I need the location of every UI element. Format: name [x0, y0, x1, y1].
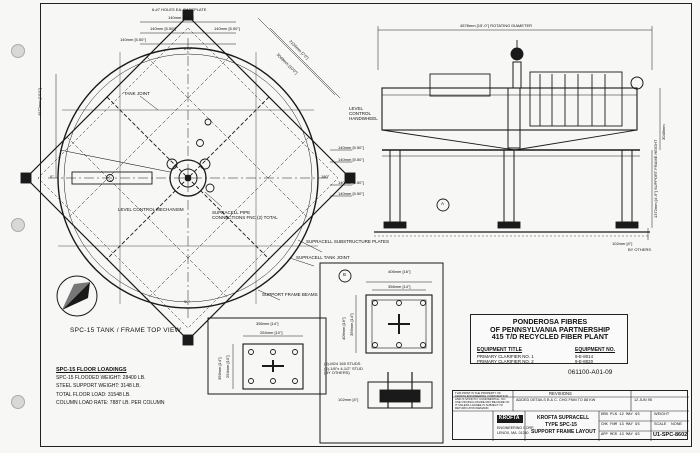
revision-date: 12 JUN 95 [634, 398, 652, 402]
angle-label: 0° [50, 174, 54, 179]
drawing-title-line: KROFTA SUPRACELL [537, 415, 590, 421]
dim-label: 140mm [5.50"] [338, 145, 364, 150]
floor-loading-line: TOTAL FLOOR LOAD: 31548 LB. [56, 391, 131, 398]
callout-by-others: BY OTHERS [628, 247, 652, 252]
company-name: ENGINEERING CORP. [497, 426, 535, 430]
dim-label: 356mm [14"] [256, 321, 279, 326]
equipment-no-header: EQUIPMENT NO. [575, 347, 616, 353]
floor-loadings-heading: SPC-15 FLOOR LOADINGS [56, 367, 127, 373]
dim-label: 406mm [16"] [388, 269, 411, 274]
dim-label: 140mm [5.50"] [120, 37, 146, 42]
section-marker-b: B [343, 272, 347, 277]
callout-holes: 6-#7 HOLES EA. BASEPLATE [152, 7, 207, 12]
revision-title-block: REVISIONS ADDED DETAILS B & C. CHG FNM T… [452, 390, 689, 441]
callout-level-control-handwheel: LEVEL CONTROL HANDWHEEL [349, 106, 378, 121]
approved-by: APP MCR 13 MAY 95 [601, 433, 640, 437]
equipment-title: PRIMARY CLARIFIER NO. 2 [477, 359, 534, 364]
company-logo: KROFTA [499, 415, 520, 421]
dwg-number: U1-SPC-8602 [653, 432, 688, 438]
dim-label: 140mm [5.50"] [338, 191, 364, 196]
dim-label: 254mm [10"] [260, 330, 283, 335]
callout-substructure: SUPRACELL SUBSTRUCTURE PLATES [306, 239, 390, 244]
dim-label: 356mm [14"] [388, 284, 411, 289]
punch-hole [11, 44, 25, 58]
checked-by: CHK FNM 13 MAY 95 [601, 423, 640, 427]
equipment-title: PRIMARY CLARIFIER NO. 1 [477, 354, 534, 359]
callout-studs: (6)-M24 165 STUDS (6)-1/8"x 4-1/2" STUD … [324, 361, 363, 376]
floor-loadings: SPC-15 FLOOR LOADINGS SPC-15 FLOODED WEI… [56, 367, 206, 419]
dim-label: 3048mm [661, 124, 666, 140]
top-view-title: SPC-15 TANK / FRAME TOP VIEW [70, 327, 182, 334]
callout-tank-joint-2: SUPRACELL TANK JOINT [296, 255, 350, 260]
callout-pipe-connections: SUPRACELL PIPE CONNECTIONS FNC (2) TOTAL [212, 210, 278, 220]
section-marker-a: A [441, 201, 445, 206]
client-line: PONDEROSA FIBRES [512, 317, 588, 326]
floor-loading-line: COLUMN LOAD RATE: 7887 LB. PER COLUMN [56, 399, 165, 406]
drawing-border [40, 3, 692, 447]
equipment-no: 9-E-8014 [575, 354, 594, 359]
weight-label: WEIGHT [654, 412, 670, 416]
dim-label: 4572mm [15'0"] [37, 88, 42, 116]
drawn-by: DRN PLN 12 MAY 95 [601, 413, 640, 417]
callout-level-control: LEVEL CONTROL MECHANISM [118, 207, 184, 212]
angle-label: 90° [184, 299, 191, 304]
dim-label: 356mm [14"] [349, 313, 354, 336]
company-city: LENOX, MA. 01240 [497, 431, 529, 435]
scale-value: NONE [671, 422, 682, 426]
client-line: 415 T/D RECYCLED FIBER PLANT [491, 332, 609, 342]
property-notice: THIS PRINT IS THE PROPERTY OF KROFTA ENG… [455, 392, 510, 410]
punch-hole [11, 218, 25, 232]
dim-label: 140mm [5.50"] [214, 26, 240, 31]
angle-label: 270° [184, 46, 193, 51]
angle-label: 180° [321, 174, 330, 179]
dim-label: 406mm [16"] [341, 317, 346, 340]
equipment-title-block: PONDEROSA FIBRES OF PENNSYLVANIA PARTNER… [470, 314, 628, 364]
dim-label: 254mm [10"] [225, 355, 230, 378]
callout-frame-beams: SUPPORT FRAME BEAMS [262, 292, 318, 297]
callout-tank-joint: TANK JOINT [124, 91, 150, 96]
dim-label: 1372mm [4'-6"] SUPPORT FRAME HEIGHT [653, 139, 658, 219]
dim-label: 140mm [5.50"] [338, 157, 364, 162]
punch-hole [11, 395, 25, 409]
client-line: OF PENNSYLVANIA PARTNERSHIP [490, 324, 610, 334]
dim-rotating-diameter: 4578mm [15'-0"] ROTATING DIAMETER [460, 23, 533, 28]
dim-label: 140mm [5.50"] [338, 180, 364, 185]
floor-loading-line: STEEL SUPPORT WEIGHT: 3148 LB. [56, 383, 141, 390]
client-name: PONDEROSA FIBRES OF PENNSYLVANIA PARTNER… [471, 318, 629, 341]
drawing-title-line: TYPE SPC-15 [545, 422, 577, 428]
floor-loading-line: SPC-15 FLOODED WEIGHT: 28400 LB. [56, 375, 146, 382]
dim-label: 102mm [4"] [338, 397, 359, 402]
rev-block-grid [453, 391, 689, 441]
dim-label: 102mm [4"] [612, 241, 633, 246]
dim-label: 140mm [5.50"] [168, 15, 194, 20]
scale-label: SCALE [654, 422, 667, 426]
drawing-title-line: SUPPORT FRAME LAYOUT [531, 429, 596, 435]
equipment-no: 9-E-8020 [575, 359, 594, 364]
revision-note: ADDED DETAILS B & C. CHG FNM TO 88 KW [516, 398, 596, 402]
equipment-title-header: EQUIPMENT TITLE [477, 347, 522, 353]
dim-label: 140mm [5.50"] [150, 26, 176, 31]
dim-label: 356mm [14"] [217, 357, 222, 380]
revisions-header: REVISIONS [549, 391, 572, 396]
drawing-number: 061100-A01-09 [568, 369, 613, 376]
